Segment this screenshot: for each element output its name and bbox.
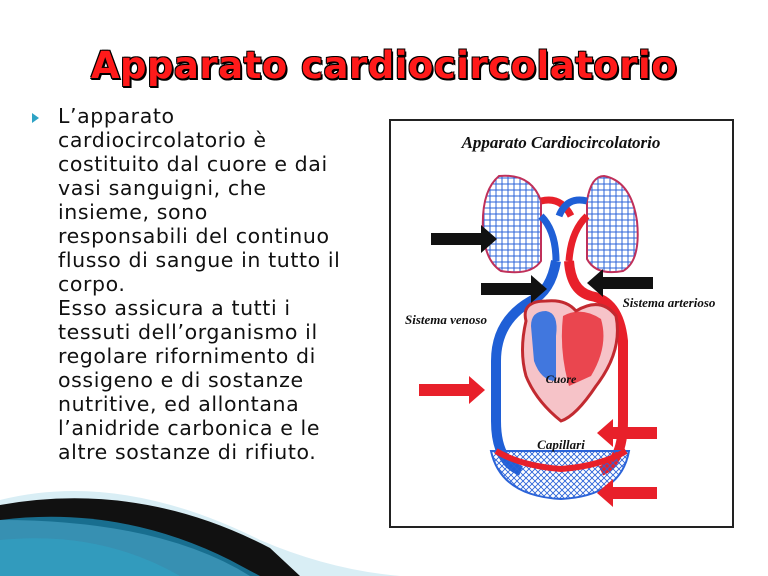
diagram-illustration: Apparato Cardiocircolatorio: [405, 133, 716, 507]
circulatory-diagram: Apparato Cardiocircolatorio: [389, 119, 734, 528]
arrow-icon: [597, 479, 657, 507]
bullet-arrow-icon: [32, 113, 39, 123]
slide-title: Apparato cardiocircolatorio: [90, 44, 678, 87]
label-cuore: Cuore: [546, 372, 577, 386]
left-lung: [481, 174, 542, 274]
arrow-icon: [431, 225, 497, 253]
label-sistema-arterioso: Sistema arterioso: [623, 295, 716, 310]
arrow-icon: [481, 275, 547, 303]
arrow-icon: [587, 269, 653, 297]
label-capillari: Capillari: [537, 437, 585, 452]
arrow-icon: [597, 419, 657, 447]
arrow-icon: [419, 376, 485, 404]
bullet-text: L’apparato cardiocircolatorio è costitui…: [58, 104, 341, 464]
diagram-heading: Apparato Cardiocircolatorio: [461, 133, 661, 152]
label-sistema-venoso: Sistema venoso: [405, 312, 487, 327]
right-lung: [586, 174, 639, 274]
